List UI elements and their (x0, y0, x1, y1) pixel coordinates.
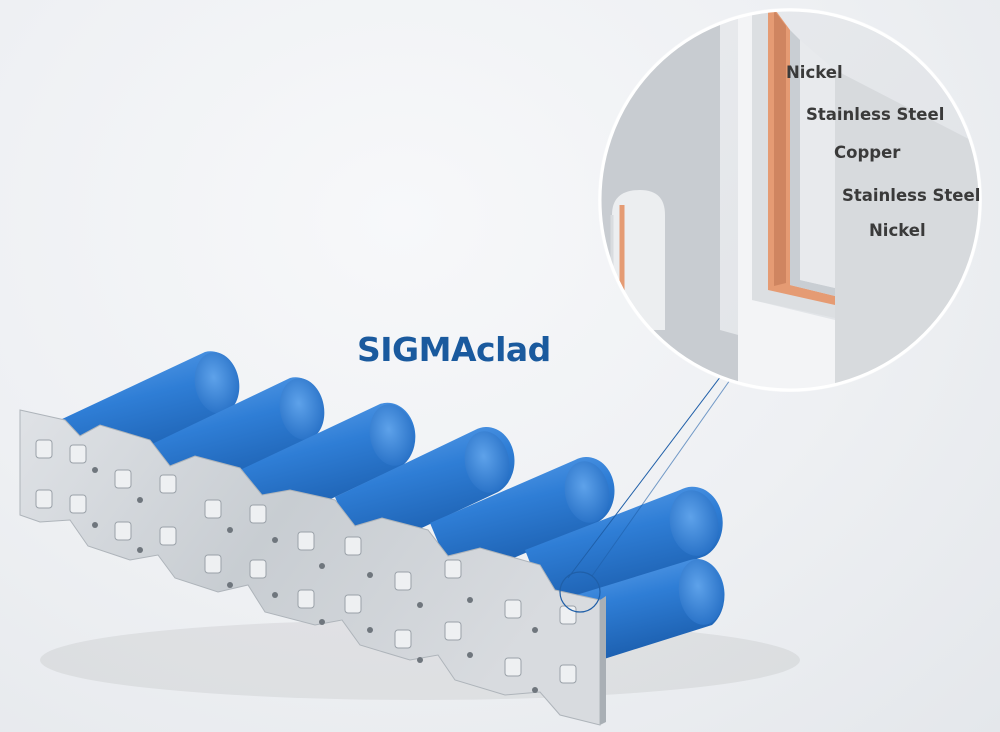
layer-label-nickel-top: Nickel (786, 63, 843, 82)
callout-line (567, 371, 725, 579)
callout-line (591, 379, 731, 577)
cell-cap (464, 431, 510, 493)
cell-cap (669, 490, 719, 556)
tab-column-5 (394, 559, 462, 649)
cell-cap (279, 378, 325, 440)
cell-cap (678, 559, 724, 625)
tab-column-3 (204, 499, 267, 579)
cell-cap (369, 404, 415, 466)
cell-cap (194, 352, 240, 414)
cell-cap (564, 461, 610, 523)
product-logo-text: SIGMAclad (357, 330, 551, 369)
layer-label-copper: Copper (834, 143, 901, 162)
tab-column-1 (35, 439, 87, 514)
layer-label-stainless-bottom: Stainless Steel (842, 186, 981, 205)
layer-label-stainless-top: Stainless Steel (806, 105, 945, 124)
tab-column-4 (297, 531, 362, 614)
zoom-marker (559, 571, 601, 613)
weld-tabs (35, 439, 577, 684)
layer-label-nickel-bottom: Nickel (869, 221, 926, 240)
plate-holes (92, 467, 538, 693)
tab-column-2 (114, 469, 177, 546)
